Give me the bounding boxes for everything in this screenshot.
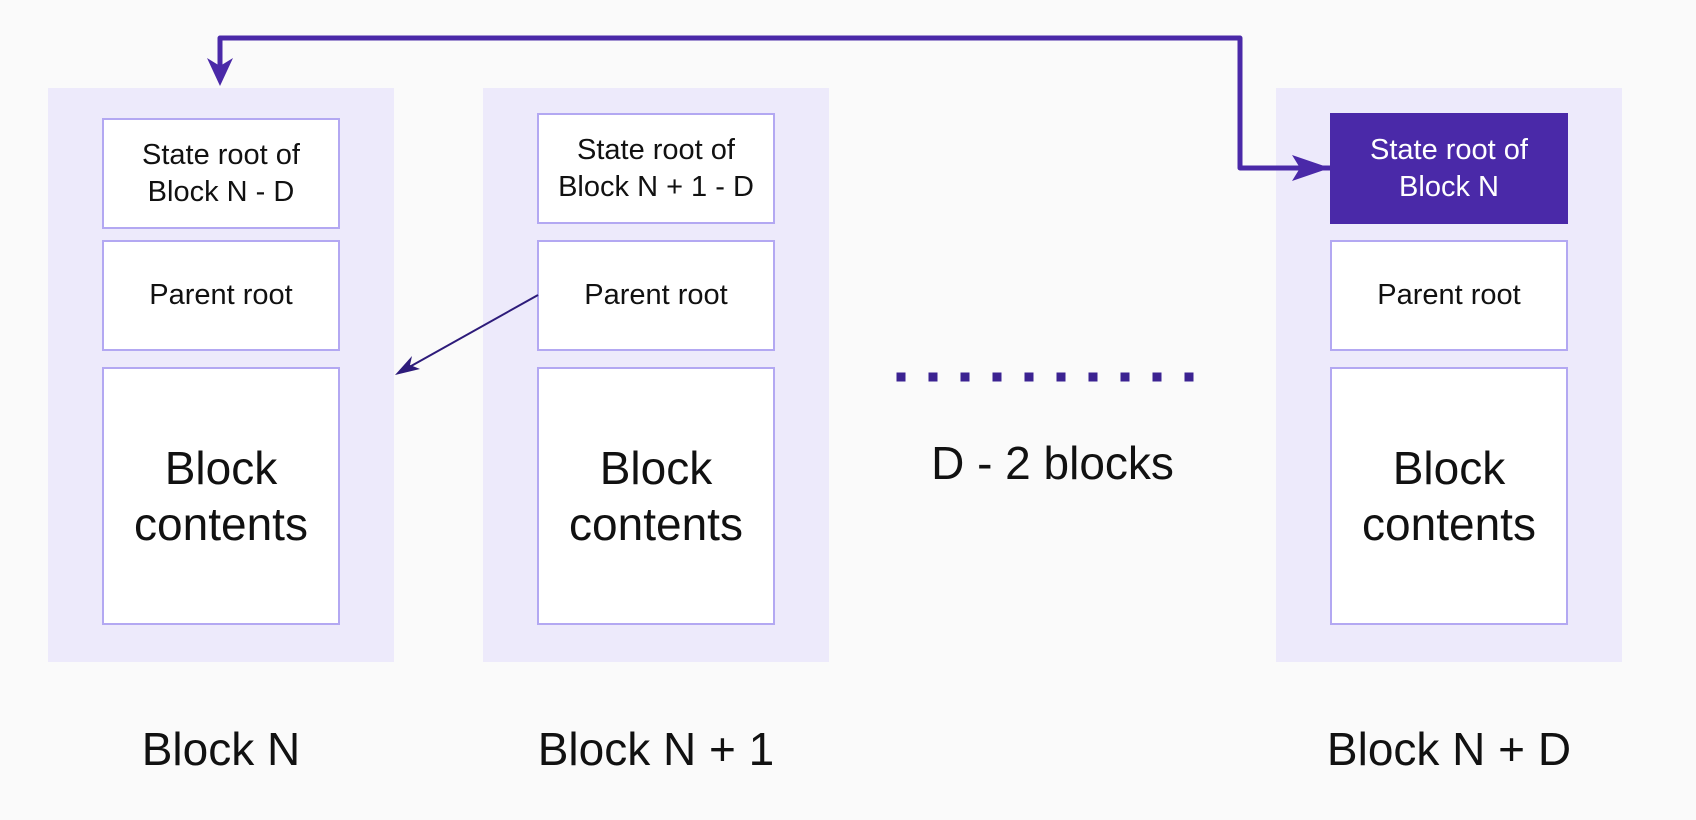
block-caption: Block N + D xyxy=(1326,723,1572,775)
dot xyxy=(960,372,970,382)
dot xyxy=(1088,372,1098,382)
state-root-arrow-head-down xyxy=(207,58,233,86)
dot xyxy=(896,372,906,382)
dot xyxy=(928,372,938,382)
block-n-plus-d: State root of Block N Parent root Block … xyxy=(1276,88,1622,662)
block-caption: Block N xyxy=(141,723,301,775)
block-contents-cell: Block contents xyxy=(1330,367,1568,625)
state-root-cell-highlighted: State root of Block N xyxy=(1330,113,1568,224)
state-root-arrow-line xyxy=(217,35,1330,171)
parent-root-cell: Parent root xyxy=(102,240,340,351)
dots-row xyxy=(896,372,1194,382)
parent-root-cell: Parent root xyxy=(537,240,775,351)
block-contents-cell: Block contents xyxy=(102,367,340,625)
dot xyxy=(1120,372,1130,382)
dot xyxy=(1152,372,1162,382)
parent-root-arrow-line xyxy=(403,294,539,371)
state-root-arrow-head-right xyxy=(1292,155,1330,181)
block-n-plus-1: State root of Block N + 1 - D Parent roo… xyxy=(483,88,829,662)
parent-root-arrow-head xyxy=(395,356,420,375)
parent-root-cell: Parent root xyxy=(1330,240,1568,351)
block-caption: Block N + 1 xyxy=(537,723,775,775)
dot xyxy=(1184,372,1194,382)
dot xyxy=(1056,372,1066,382)
dot xyxy=(992,372,1002,382)
block-contents-cell: Block contents xyxy=(537,367,775,625)
state-root-cell: State root of Block N + 1 - D xyxy=(537,113,775,224)
dot xyxy=(1024,372,1034,382)
block-n: State root of Block N - D Parent root Bl… xyxy=(48,88,394,662)
state-root-cell: State root of Block N - D xyxy=(102,118,340,229)
gap-label: D - 2 blocks xyxy=(931,437,1174,489)
